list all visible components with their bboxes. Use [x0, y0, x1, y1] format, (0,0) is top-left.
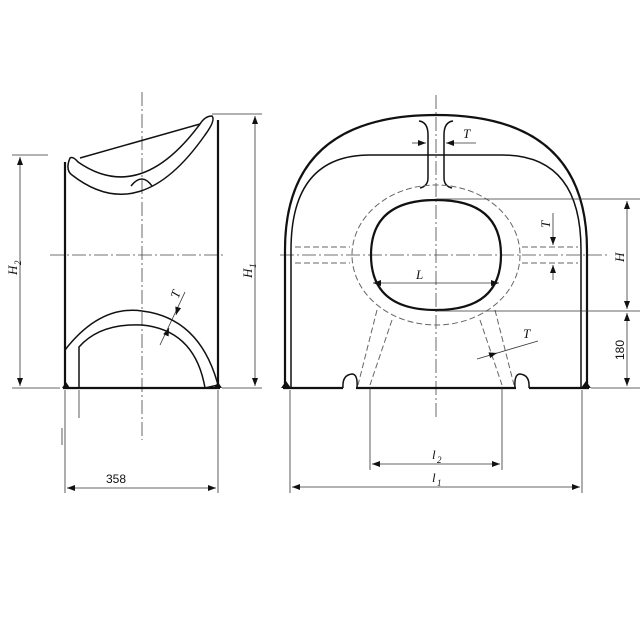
top-slant-edge [79, 123, 201, 159]
leg-left-outer [357, 309, 378, 386]
h1-label: H [240, 268, 255, 279]
h1-sub: 1 [248, 264, 258, 269]
foot-right [514, 373, 530, 389]
l-label: L [415, 267, 423, 282]
358-label: 358 [106, 472, 126, 486]
t-label-leg: T [523, 326, 531, 341]
180-label: 180 [613, 340, 627, 360]
weld-mark-right [214, 382, 222, 388]
h2-label: H [5, 265, 20, 276]
leg-right-outer [494, 309, 515, 386]
inner-arch [290, 154, 582, 388]
outer-arch [283, 113, 589, 388]
foot-left [342, 373, 358, 389]
t-label-top: T [463, 126, 471, 141]
top-lip-section [67, 115, 214, 195]
leg-left-inner [369, 319, 393, 386]
h2-sub: 2 [13, 260, 23, 265]
t-label-side: T [167, 288, 184, 301]
hidden-ring-outer [351, 184, 521, 326]
top-bump [130, 178, 153, 187]
l2-label: l [432, 447, 436, 462]
l1-sub: 1 [437, 478, 442, 488]
side-section-view: T H 2 H 1 358 [5, 92, 262, 493]
bottom-arch-section [64, 309, 219, 389]
weld-front-right [581, 381, 591, 388]
central-opening [369, 198, 503, 312]
l2-sub: 2 [437, 455, 442, 465]
front-view: T T T L H 180 l 2 l 1 [280, 95, 640, 493]
l1-label: l [432, 470, 436, 485]
leg-right-inner [479, 319, 503, 386]
weld-front-left [281, 381, 291, 388]
weld-mark-left [62, 382, 70, 388]
t-label-right: T [538, 220, 553, 228]
h-label: H [612, 252, 627, 263]
